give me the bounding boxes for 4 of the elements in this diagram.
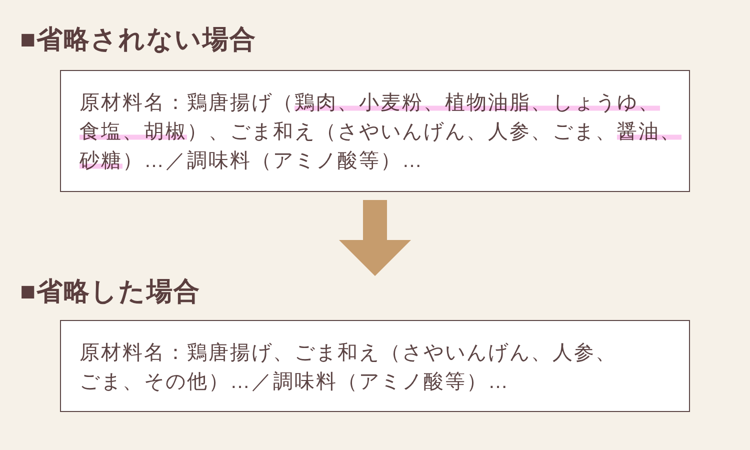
section-heading: ■省略されない場合: [20, 24, 257, 54]
ingredient-box: 原材料名：鶏唐揚げ、ごま和え（さやいんげん、人参、ごま、その他）…／調味料（アミノ酸等）…: [60, 320, 690, 412]
ingredient-box: 原材料名：鶏唐揚げ（鶏肉、小麦粉、植物油脂、しょうゆ、食塩、胡椒）、ごま和え（さやいんげん、人参、ごま、醤油、砂糖）…／調味料（アミノ酸等）…: [60, 70, 690, 192]
section-heading: ■省略した場合: [20, 276, 201, 306]
